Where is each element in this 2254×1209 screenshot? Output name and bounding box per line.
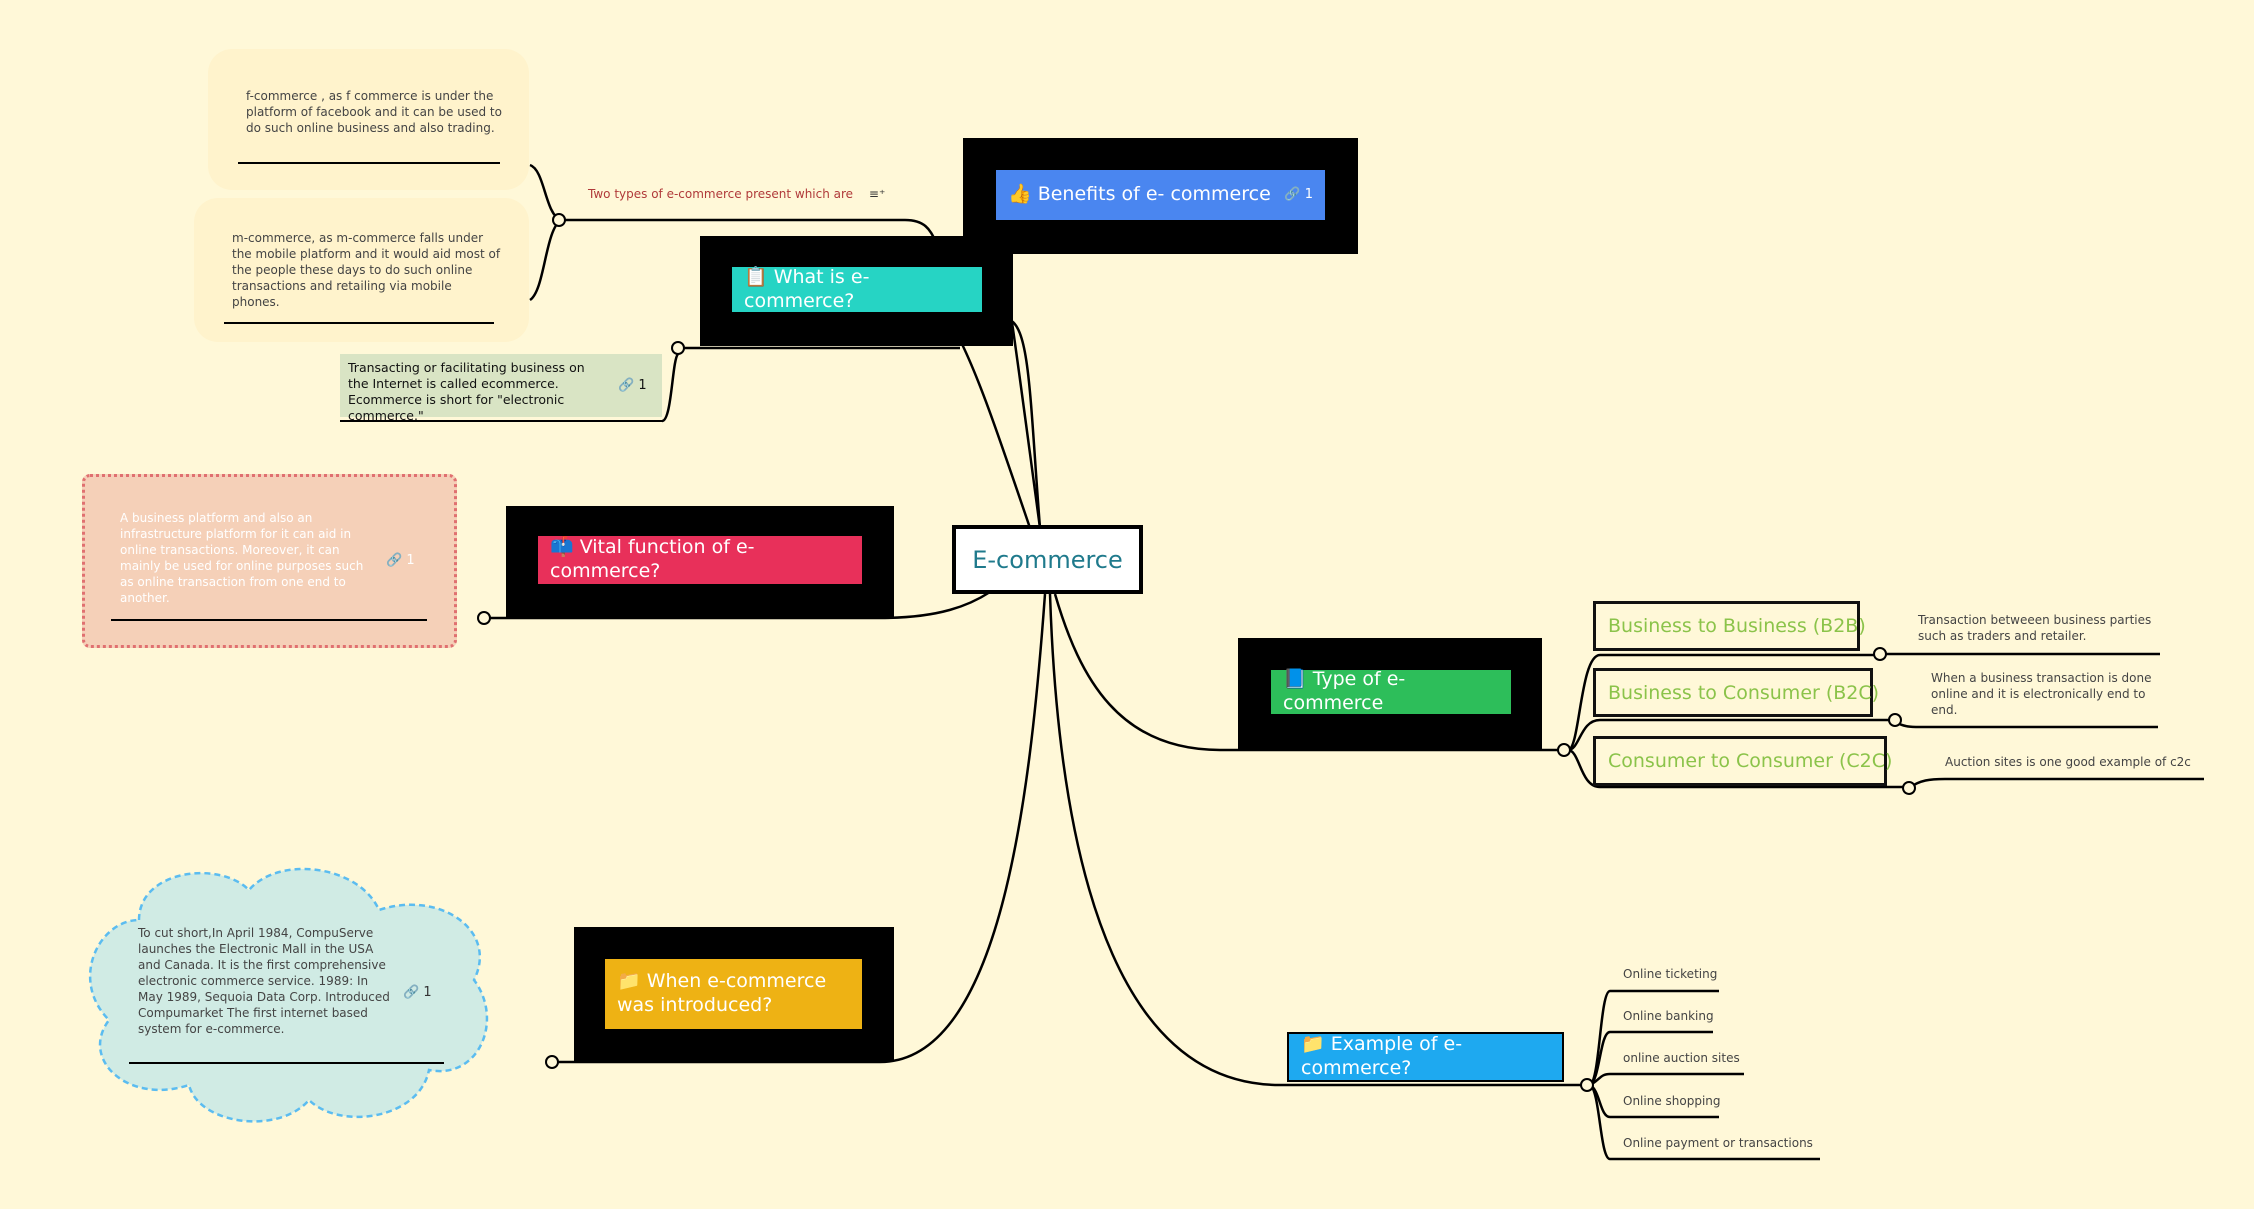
example-item[interactable]: Online shopping: [1623, 1094, 1721, 1108]
central-topic[interactable]: E-commerce: [952, 525, 1143, 594]
link-icon[interactable]: 🔗 1: [386, 553, 415, 568]
link-icon[interactable]: 🔗 1: [1284, 186, 1313, 202]
underline: [111, 619, 427, 621]
underline: [129, 1062, 444, 1064]
f-commerce-note[interactable]: [208, 49, 529, 190]
subtopic-b2b[interactable]: Business to Business (B2B): [1593, 601, 1866, 651]
example-item[interactable]: Online payment or transactions: [1623, 1136, 1813, 1150]
example-item[interactable]: Online ticketing: [1623, 967, 1718, 981]
example-topic[interactable]: 📁 Example of e-commerce?: [1287, 1032, 1564, 1082]
benefits-topic[interactable]: 👍 Benefits of e- commerce🔗 1: [996, 170, 1325, 220]
underline: [224, 322, 494, 324]
subtopic-c2c[interactable]: Consumer to Consumer (C2C): [1593, 736, 1892, 786]
f-commerce-text: f-commerce , as f commerce is under the …: [246, 89, 502, 135]
link-icon[interactable]: 🔗 1: [403, 985, 432, 1000]
b2b-description[interactable]: Transaction betweeen business parties su…: [1918, 613, 2152, 643]
example-item[interactable]: online auction sites: [1623, 1051, 1740, 1065]
types-topic[interactable]: 📘 Type of e-commerce: [1271, 668, 1511, 714]
subtopic-b2c[interactable]: Business to Consumer (B2C): [1593, 668, 1879, 717]
cloud-note-shape[interactable]: [79, 860, 499, 1128]
when-note-text: To cut short,In April 1984, CompuServe l…: [138, 926, 390, 1036]
vital-note-text: A business platform and also an infrastr…: [120, 511, 364, 605]
m-commerce-text: m-commerce, as m-commerce falls under th…: [232, 231, 501, 309]
when-topic[interactable]: 📁 When e-commerce was introduced?: [605, 959, 862, 1029]
c2c-description[interactable]: Auction sites is one good example of c2c: [1945, 755, 2191, 769]
vital-topic[interactable]: 📫 Vital function of e-commerce?: [538, 536, 862, 584]
add-note-icon[interactable]: ≡⁺: [868, 187, 886, 201]
underline: [340, 420, 662, 422]
b2c-description[interactable]: When a business transaction is done onli…: [1931, 671, 2152, 717]
example-item[interactable]: Online banking: [1623, 1009, 1714, 1023]
relationship-label[interactable]: Two types of e-commerce present which ar…: [588, 187, 886, 201]
what-is-topic[interactable]: 📋 What is e- commerce?: [732, 266, 982, 312]
m-commerce-note[interactable]: [194, 198, 529, 342]
link-icon[interactable]: 🔗 1: [618, 377, 647, 393]
underline: [238, 162, 500, 164]
definition-tooltip: Transacting or facilitating business on …: [340, 354, 662, 423]
